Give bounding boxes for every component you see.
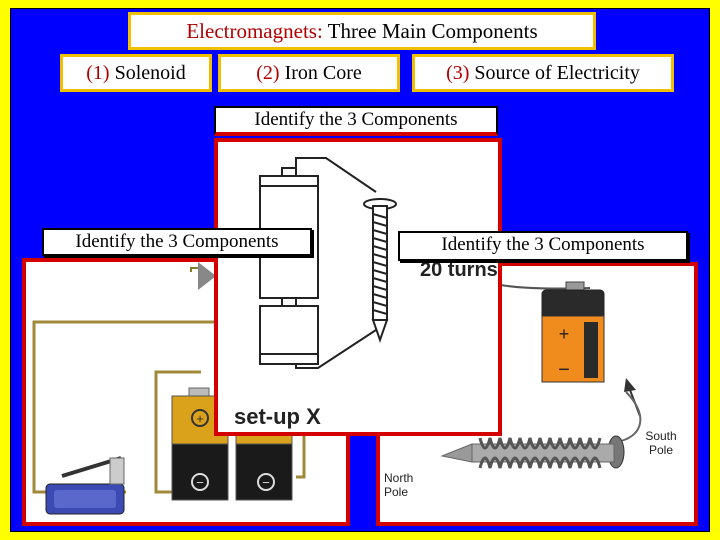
component-number: (1): [86, 62, 110, 84]
svg-text:−: −: [196, 475, 204, 490]
component-label: Iron Core: [279, 62, 362, 84]
setup-x-image: 20 turns set-up X: [214, 138, 502, 436]
title-prefix: Electromagnets:: [186, 19, 323, 43]
component-electricity: (3) Source of Electricity: [412, 54, 674, 92]
battery-icon: + −: [541, 281, 605, 383]
arrow-shape: [198, 262, 216, 290]
title-rest: Three Main Components: [322, 19, 538, 43]
svg-text:−: −: [558, 359, 570, 381]
wire: [295, 329, 377, 369]
battery-icon: −: [235, 429, 293, 501]
south-pole-label: Pole: [649, 443, 673, 457]
component-iron-core: (2) Iron Core: [218, 54, 400, 92]
component-label: Source of Electricity: [469, 62, 640, 84]
electromagnet-illustration: + − South Pole North Pole: [384, 271, 677, 499]
svg-text:−: −: [262, 475, 270, 490]
identify-label-right: Identify the 3 Components: [398, 231, 688, 261]
setup-label: set-up X: [234, 404, 321, 429]
north-pole-label: North: [384, 471, 413, 485]
wire: [154, 370, 201, 494]
nail-icon: [363, 198, 397, 344]
identify-label-top: Identify the 3 Components: [214, 106, 498, 136]
slide-title: Electromagnets: Three Main Components: [128, 12, 596, 50]
arrow-head: [624, 378, 636, 392]
battery-icon: [259, 167, 319, 365]
component-label: Solenoid: [109, 62, 186, 84]
south-pole-label: South: [645, 429, 676, 443]
wire: [615, 391, 642, 443]
turns-label: 20 turns: [420, 259, 498, 281]
component-number: (3): [446, 62, 470, 84]
component-solenoid: (1) Solenoid: [60, 54, 212, 92]
svg-text:+: +: [559, 324, 570, 344]
svg-text:+: +: [196, 411, 204, 426]
nail-coil-icon: [440, 435, 625, 469]
setup-x-illustration: 20 turns set-up X: [234, 157, 498, 429]
north-pole-label: Pole: [384, 485, 408, 499]
switch-icon: [45, 456, 125, 515]
wire: [295, 157, 377, 193]
component-number: (2): [256, 62, 280, 84]
identify-label-left: Identify the 3 Components: [42, 228, 312, 256]
wire: [190, 267, 201, 272]
